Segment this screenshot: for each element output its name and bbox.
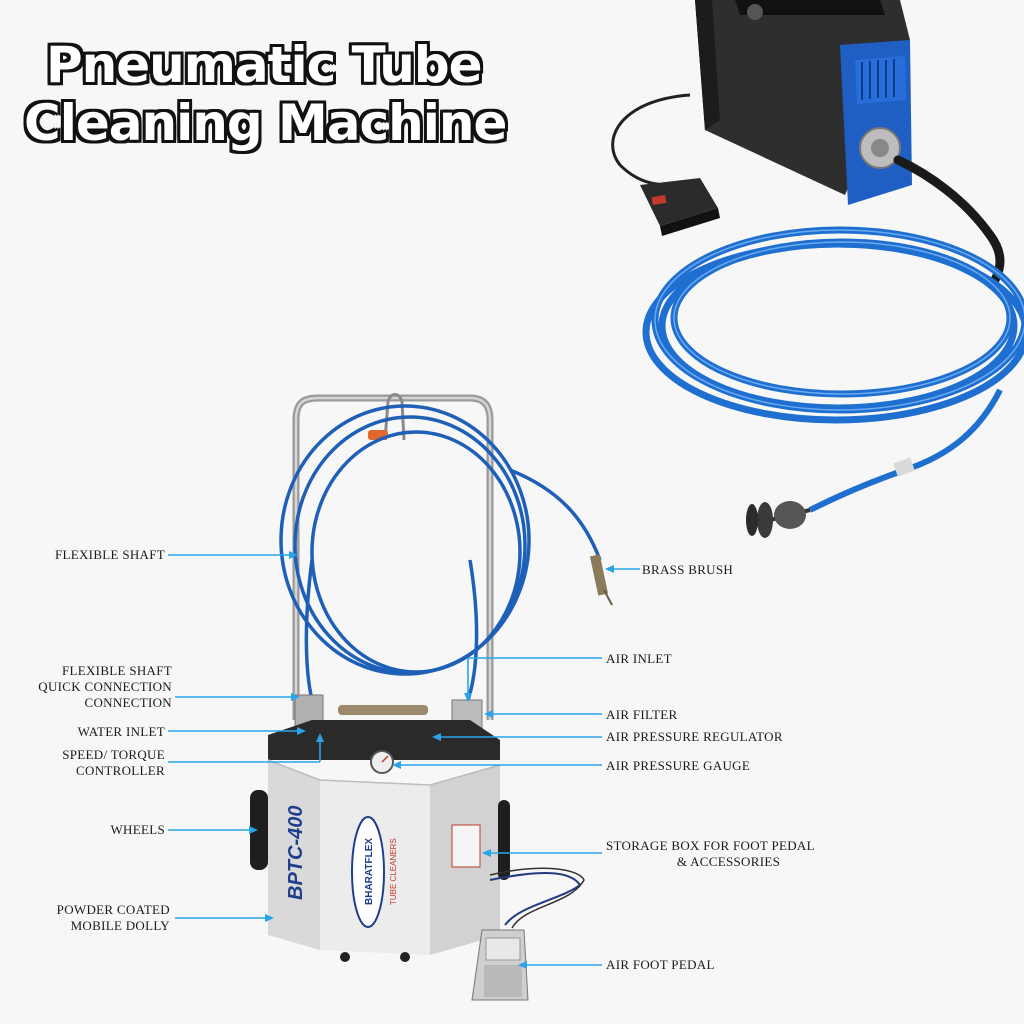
- label-storage-box-line-2: & ACCESSORIES: [676, 854, 781, 869]
- diagram-title: Pneumatic Tube Cleaning Machine: [24, 36, 624, 152]
- label-quick-connection-line-2: QUICK CONNECTION: [38, 679, 172, 694]
- label-quick-connection: FLEXIBLE SHAFT QUICK CONNECTION CONNECTI…: [10, 663, 172, 711]
- brand-text: BHARATFLEX: [364, 838, 375, 905]
- title-line-1: Pneumatic Tube: [46, 36, 483, 94]
- model-text: BPTC-400: [285, 806, 307, 900]
- brush-tip-photo: [746, 501, 806, 538]
- label-air-pressure-regulator: AIR PRESSURE REGULATOR: [606, 729, 783, 744]
- label-water-inlet: WATER INLET: [77, 724, 165, 739]
- label-wheels: WHEELS: [110, 822, 165, 837]
- label-speed-torque-line-1: SPEED/ TORQUE: [62, 747, 165, 762]
- drive-unit-photo: [611, 0, 1024, 538]
- label-quick-connection-line-3: CONNECTION: [84, 695, 172, 710]
- title-line-2: Cleaning Machine: [24, 94, 507, 152]
- label-speed-torque: SPEED/ TORQUE CONTROLLER: [20, 747, 165, 779]
- small-foot-pedal: [640, 178, 720, 236]
- label-air-foot-pedal: AIR FOOT PEDAL: [606, 957, 715, 972]
- label-storage-box: STORAGE BOX FOR FOOT PEDAL & ACCESSORIES: [606, 838, 851, 870]
- label-flexible-shaft: FLEXIBLE SHAFT: [54, 547, 165, 562]
- label-air-pressure-gauge: AIR PRESSURE GAUGE: [606, 758, 751, 773]
- label-storage-box-line-1: STORAGE BOX FOR FOOT PEDAL: [606, 838, 815, 853]
- label-air-filter: AIR FILTER: [606, 707, 678, 722]
- label-speed-torque-line-2: CONTROLLER: [76, 763, 165, 778]
- label-powder-coated: POWDER COATED MOBILE DOLLY: [20, 902, 170, 934]
- label-powder-coated-line-1: POWDER COATED: [56, 902, 170, 917]
- brand-tag-text: TUBE CLEANERS: [389, 838, 398, 905]
- label-quick-connection-line-1: FLEXIBLE SHAFT: [61, 663, 172, 678]
- label-air-inlet: AIR INLET: [606, 651, 672, 666]
- leader-lines: [168, 551, 640, 969]
- trolley-machine: BPTC-400 BHARATFLEX TUBE CLEANERS: [250, 393, 613, 1001]
- label-powder-coated-line-2: MOBILE DOLLY: [70, 918, 170, 933]
- air-foot-pedal-part: [471, 929, 529, 1001]
- brass-brush-part: [589, 554, 613, 606]
- label-brass-brush: BRASS BRUSH: [642, 562, 734, 577]
